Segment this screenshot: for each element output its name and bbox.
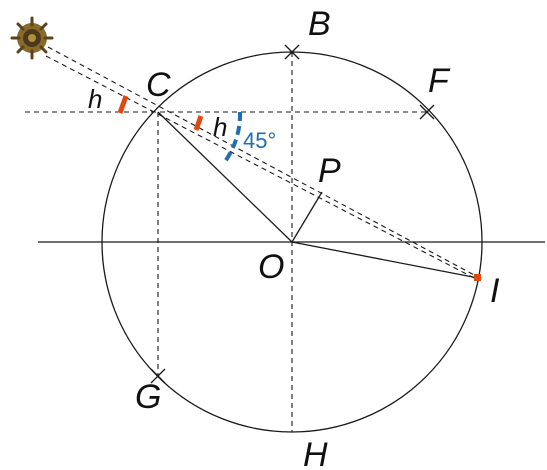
sun-ray-1 xyxy=(47,46,479,278)
label-h-inner: h xyxy=(213,112,227,142)
cross-marker-f xyxy=(419,104,435,120)
label-b: B xyxy=(308,5,331,43)
sun-ray-2 xyxy=(45,55,479,281)
line-o-i xyxy=(291,241,479,279)
angle-mark-h-outer xyxy=(117,95,129,114)
angle-mark-h-inner xyxy=(193,115,204,131)
label-c: C xyxy=(146,66,171,104)
label-h-point: H xyxy=(303,436,328,470)
cross-marker-g xyxy=(150,368,166,384)
label-g: G xyxy=(135,378,161,416)
point-marker-i xyxy=(474,274,481,281)
line-o-p xyxy=(291,191,323,243)
sun-icon xyxy=(10,16,54,60)
cross-marker-b xyxy=(284,44,300,60)
label-p: P xyxy=(318,152,341,190)
label-h-outer: h xyxy=(88,84,102,114)
label-f: F xyxy=(428,62,451,100)
line-o-c xyxy=(157,111,293,243)
label-o: O xyxy=(258,248,284,286)
label-45-degrees: 45° xyxy=(243,128,276,153)
label-i: I xyxy=(490,272,500,310)
angle-arc-45 xyxy=(222,111,243,165)
